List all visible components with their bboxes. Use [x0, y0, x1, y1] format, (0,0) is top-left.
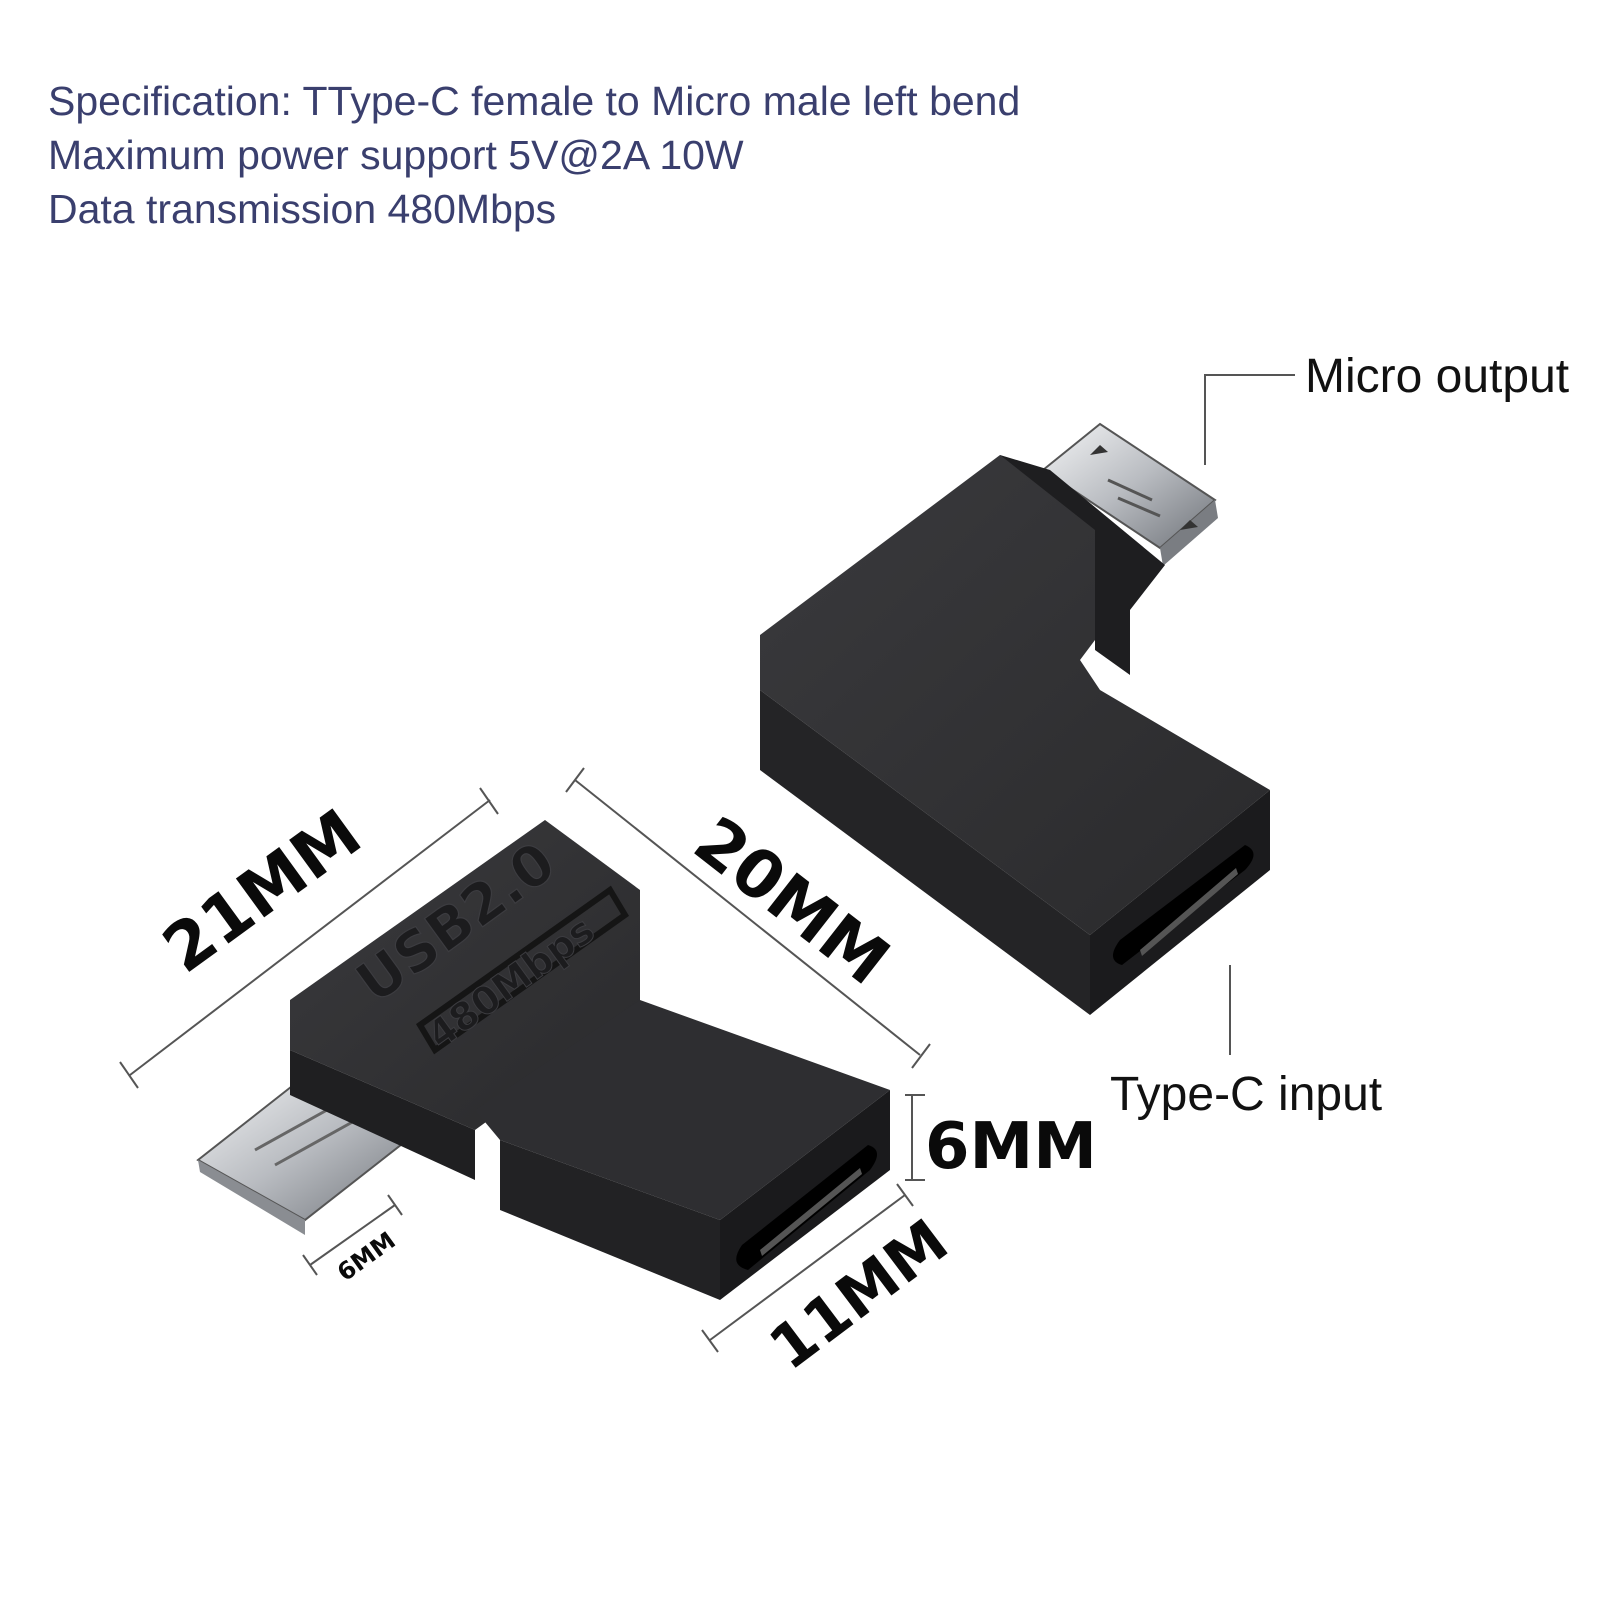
callout-typec-input-label: Type-C input: [1110, 1068, 1382, 1121]
dim-label-21mm: 21MM: [149, 794, 375, 987]
dim-label-6mm-height: 6MM: [925, 1110, 1097, 1184]
spec-line-1: Specification: TType-C female to Micro m…: [48, 78, 1021, 124]
typec-port-left: [736, 1145, 878, 1270]
typec-port-right: [1112, 845, 1254, 965]
dim-label-6mm-plug: 6MM: [332, 1226, 401, 1287]
spec-line-3: Data transmission 480Mbps: [48, 186, 557, 232]
spec-line-2: Maximum power support 5V@2A 10W: [48, 132, 744, 178]
adapter-left: USB2.0 480Mbps: [196, 820, 890, 1300]
callout-typec-input: Type-C input: [1110, 965, 1382, 1121]
callout-micro-output: Micro output: [1204, 350, 1569, 465]
dimension-6mm-height: 6MM: [905, 1094, 1097, 1184]
specification-block: Specification: TType-C female to Micro m…: [48, 74, 1020, 236]
micro-plug-right: [1041, 422, 1218, 566]
adapter-right: [760, 422, 1270, 1015]
callout-micro-output-label: Micro output: [1305, 350, 1569, 403]
